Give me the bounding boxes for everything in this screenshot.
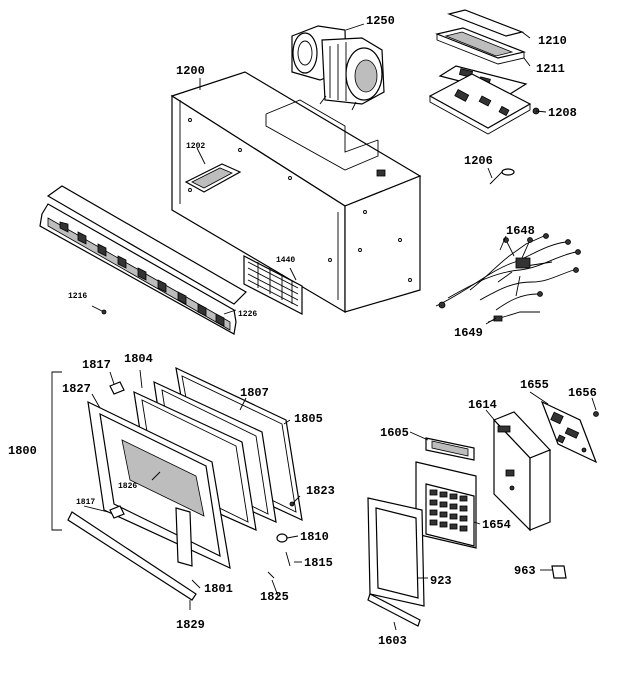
keypad-1654 — [415, 461, 477, 549]
door-assembly-bracket — [51, 371, 62, 531]
screw-1823 — [289, 495, 301, 507]
door-assembly — [87, 366, 303, 570]
label-1226: 1226 — [238, 310, 257, 319]
label-1815: 1815 — [304, 556, 333, 570]
screw-1216 — [91, 305, 107, 315]
label-1202: 1202 — [186, 142, 205, 151]
label-1810: 1810 — [300, 530, 329, 544]
part-1440-grille — [243, 255, 303, 315]
part-1825 — [267, 571, 275, 579]
label-1211: 1211 — [536, 62, 565, 76]
chassis-housing — [170, 71, 422, 314]
label-1649: 1649 — [454, 326, 483, 340]
label-1817: 1817 — [82, 358, 111, 372]
part-1649 — [487, 311, 540, 323]
part-1208-board — [428, 73, 540, 135]
label-1654: 1654 — [482, 518, 511, 532]
part-labels: 1250 1210 1211 1208 1200 1202 1206 1648 … — [8, 14, 597, 648]
strip-1829 — [67, 511, 197, 601]
label-1807: 1807 — [240, 386, 269, 400]
part-1815 — [285, 551, 291, 567]
label-1801: 1801 — [204, 582, 233, 596]
clip-1817 — [109, 381, 125, 395]
label-1200: 1200 — [176, 64, 205, 78]
label-1614: 1614 — [468, 398, 497, 412]
control-box-1614 — [492, 411, 552, 532]
bezel-923 — [367, 497, 425, 607]
clip-1817-lower — [109, 505, 125, 519]
label-923: 923 — [430, 574, 452, 588]
part-963 — [551, 565, 567, 579]
blower-assembly — [291, 25, 385, 111]
label-1826: 1826 — [118, 482, 137, 491]
label-1216: 1216 — [68, 292, 87, 301]
strip-1603 — [367, 593, 421, 627]
part-1210-plate — [434, 9, 527, 65]
part-1605-face — [431, 440, 469, 457]
circuit-board-1655 — [540, 400, 598, 464]
label-1250: 1250 — [366, 14, 395, 28]
label-1206: 1206 — [464, 154, 493, 168]
label-1648: 1648 — [506, 224, 535, 238]
label-1440: 1440 — [276, 256, 295, 265]
label-1603: 1603 — [378, 634, 407, 648]
wiring-harness — [435, 233, 581, 311]
screw-1656 — [593, 411, 599, 417]
label-1210: 1210 — [538, 34, 567, 48]
leader-lines — [83, 23, 597, 631]
label-1800: 1800 — [8, 444, 37, 458]
label-1804: 1804 — [124, 352, 153, 366]
label-963: 963 — [514, 564, 536, 578]
label-1656: 1656 — [568, 386, 597, 400]
label-1829: 1829 — [176, 618, 205, 632]
part-1206 — [489, 168, 515, 185]
label-1823: 1823 — [306, 484, 335, 498]
part-1810 — [276, 533, 299, 543]
label-1655: 1655 — [520, 378, 549, 392]
label-1827: 1827 — [62, 382, 91, 396]
label-1208: 1208 — [548, 106, 577, 120]
label-1605: 1605 — [380, 426, 409, 440]
label-1817-lower: 1817 — [76, 498, 95, 507]
vent-grille-1226 — [39, 185, 247, 335]
label-1805: 1805 — [294, 412, 323, 426]
label-1825: 1825 — [260, 590, 289, 604]
